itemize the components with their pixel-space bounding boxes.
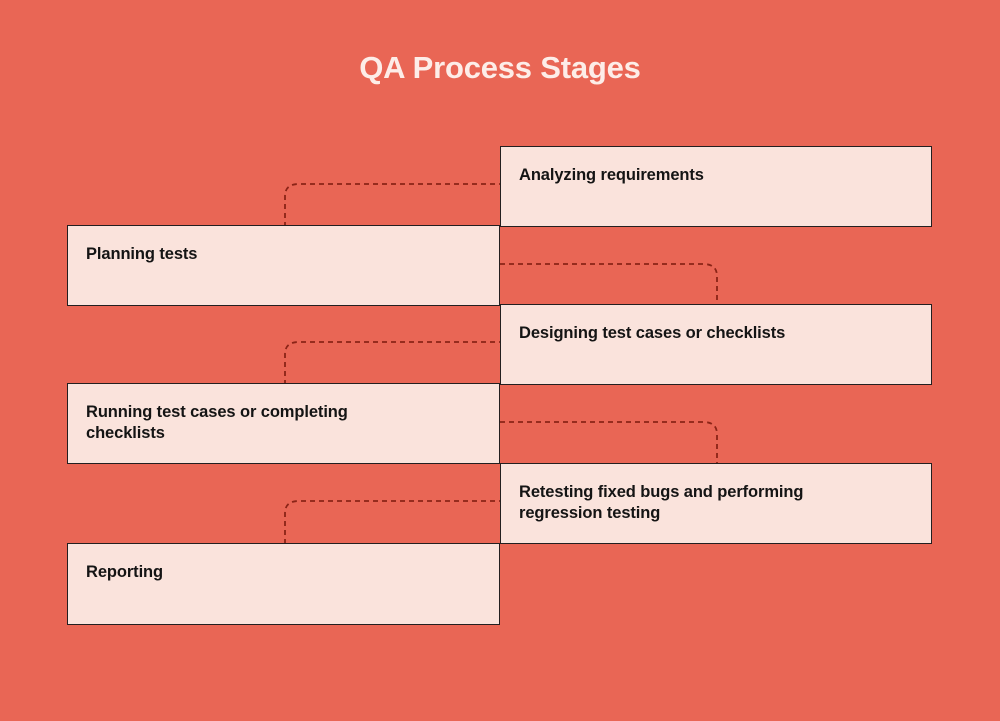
stage-box[interactable]: Planning tests	[67, 225, 500, 306]
stage-box[interactable]: Retesting fixed bugs and performing regr…	[500, 463, 932, 544]
connector-line	[500, 421, 718, 464]
stage-label: Planning tests	[86, 245, 198, 263]
connector-line	[284, 341, 500, 385]
stage-box[interactable]: Designing test cases or checklists	[500, 304, 932, 385]
stage-label: Reporting	[86, 563, 164, 581]
stage-box[interactable]: Analyzing requirements	[500, 146, 932, 227]
stage-label: Analyzing requirements	[519, 166, 704, 184]
stage-label: Running test cases or completing checkli…	[86, 403, 348, 442]
stage-label: Designing test cases or checklists	[519, 324, 786, 342]
stage-label: Retesting fixed bugs and performing regr…	[519, 483, 804, 522]
connector-line	[284, 500, 500, 544]
page-title: QA Process Stages	[359, 50, 641, 85]
stage-box[interactable]: Reporting	[67, 543, 500, 625]
connector-line	[284, 183, 500, 227]
connector-line	[500, 263, 718, 305]
stage-box[interactable]: Running test cases or completing checkli…	[67, 383, 500, 464]
